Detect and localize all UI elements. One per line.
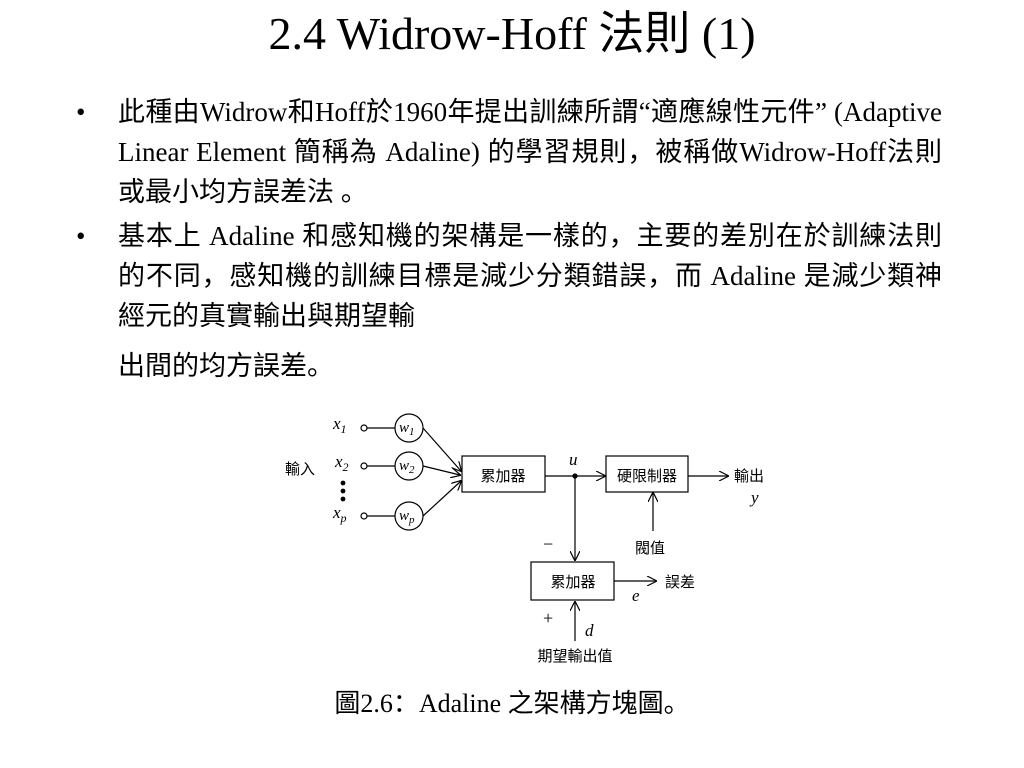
bullet-item-1: • 此種由Widrow和Hoff於1960年提出訓練所謂“適應線性元件” (Ad…	[62, 92, 942, 212]
input-x2: x2	[334, 452, 349, 474]
hard-limiter-block	[605, 455, 689, 493]
bullet-text-2: 基本上 Adaline 和感知機的架構是一樣的，主要的差別在於訓練法則的不同，感…	[118, 221, 942, 331]
bullet-item-2: • 基本上 Adaline 和感知機的架構是一樣的，主要的差別在於訓練法則的不同…	[62, 216, 942, 386]
u-label: u	[569, 450, 578, 469]
weight-w2: w2	[399, 458, 415, 476]
bullet-dot-icon: •	[76, 97, 86, 127]
adder-1-label: 累加器	[480, 467, 525, 485]
input-label: 輸入	[285, 460, 315, 478]
figure-caption: 圖2.6：Adaline 之架構方塊圖。	[334, 689, 690, 718]
adder-block-1	[461, 455, 546, 493]
error-label: 誤差	[665, 573, 695, 591]
minus-sign: −	[543, 534, 553, 554]
slide-title: 2.4 Widrow-Hoff 法則 (1)	[268, 8, 756, 59]
e-label: e	[632, 586, 640, 605]
input-xp: xp	[332, 503, 347, 525]
threshold-label: 閥值	[635, 539, 665, 557]
input-x1: x1	[332, 414, 347, 436]
bullet-text-2-last-line: 出間的均方誤差。	[118, 351, 334, 381]
desired-output-label: 期望輸出值	[537, 647, 612, 665]
adder-block-2	[530, 561, 615, 601]
output-label: 輸出	[734, 467, 764, 485]
hard-limiter-label: 硬限制器	[617, 467, 677, 485]
y-label: y	[749, 488, 759, 507]
adaline-block-diagram: 輸入 x1 x2 xp w1 w2 wp 累加器 u 硬限制器 輸出 y 閥值 …	[285, 413, 764, 665]
adder-2-label: 累加器	[550, 573, 595, 591]
plus-sign: +	[543, 608, 553, 628]
weight-w1: w1	[399, 420, 415, 438]
d-label: d	[585, 621, 594, 640]
bullet-list: • 此種由Widrow和Hoff於1960年提出訓練所謂“適應線性元件” (Ad…	[62, 92, 942, 390]
bullet-dot-icon: •	[76, 221, 86, 251]
weight-wp: wp	[399, 508, 415, 526]
bullet-text-1: 此種由Widrow和Hoff於1960年提出訓練所謂“適應線性元件” (Adap…	[118, 97, 942, 207]
